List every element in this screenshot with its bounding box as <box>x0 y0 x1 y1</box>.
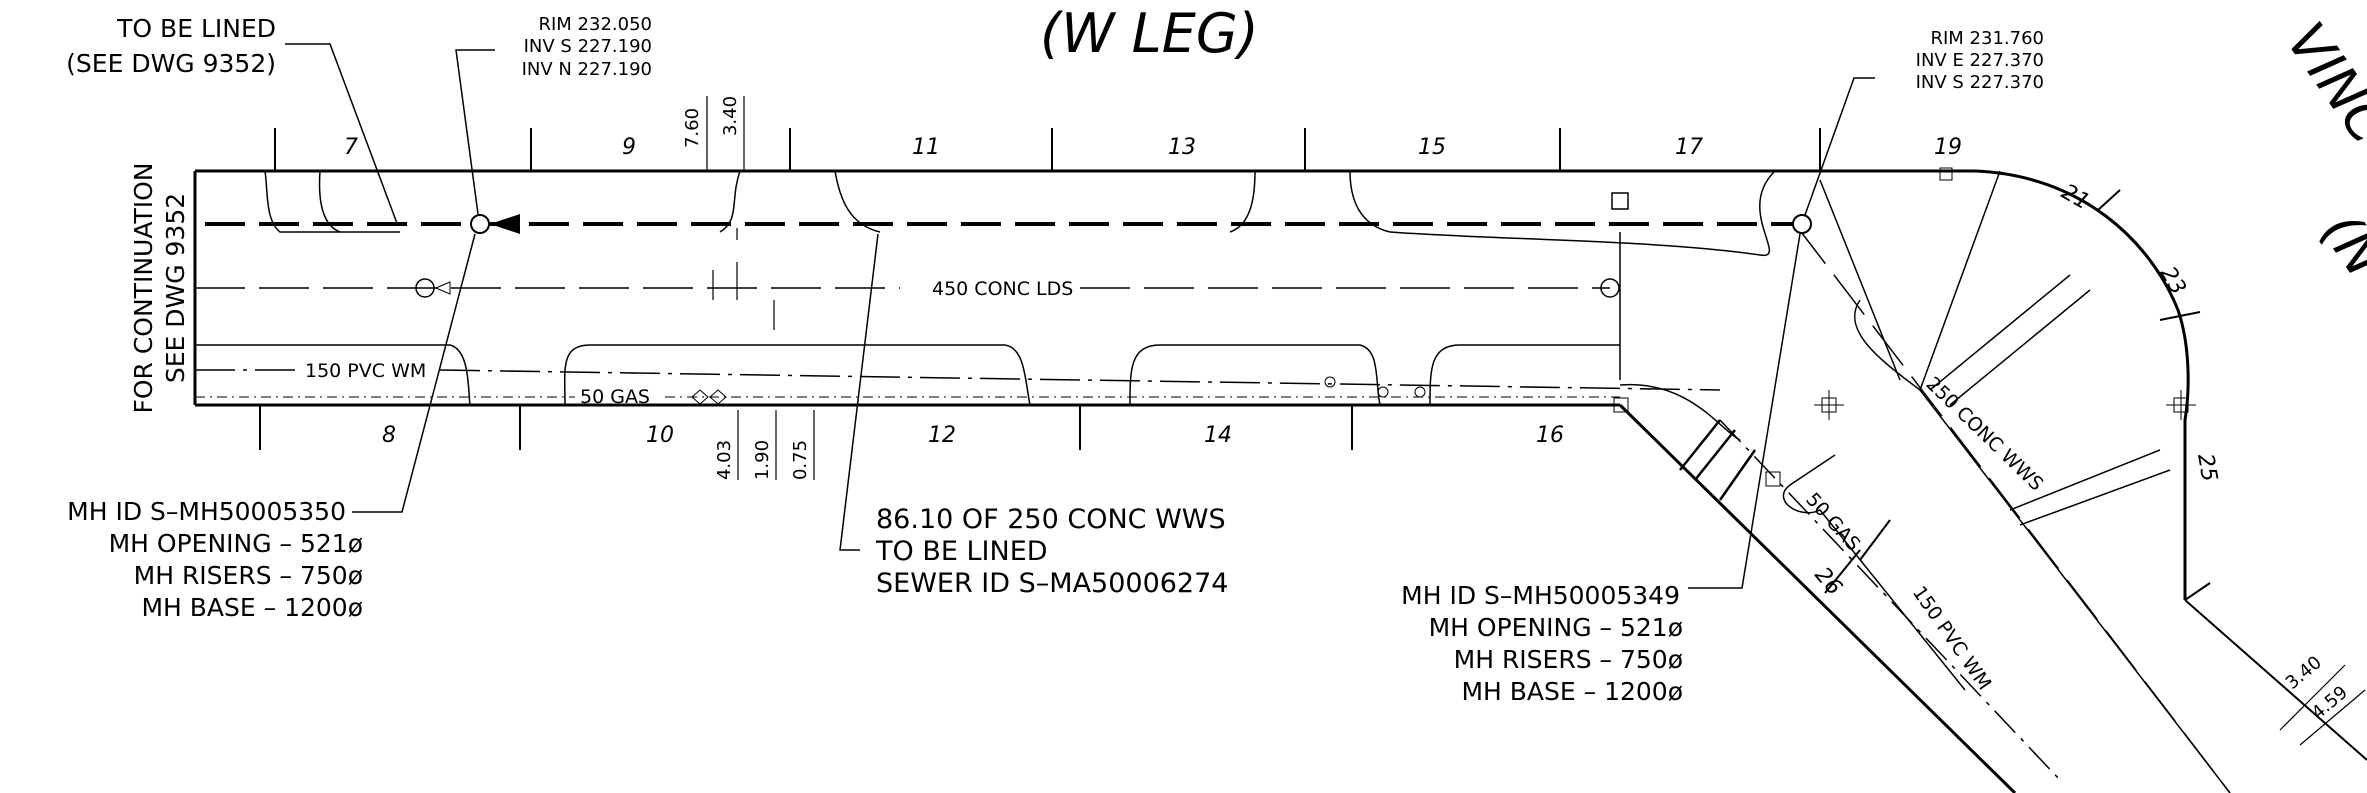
drawing-title: (W LEG) <box>1040 2 1259 65</box>
partial-street-label: VINC <box>2274 11 2367 155</box>
marker-icon-1 <box>1939 167 1953 181</box>
to-be-lined-note-1: TO BE LINED <box>116 14 276 43</box>
gas-valve-icon <box>691 389 709 405</box>
valve-icon-1 <box>1377 386 1389 398</box>
dim-top-1: 7.60 <box>682 108 703 148</box>
to-be-lined-note-2: (SEE DWG 9352) <box>66 49 276 78</box>
lot-23: 23 <box>2155 263 2191 300</box>
lot-25: 25 <box>2192 452 2221 484</box>
crosshair-icon-2 <box>2166 390 2196 420</box>
lot-17: 17 <box>1675 135 1703 160</box>
lot-14: 14 <box>1204 423 1232 448</box>
mh-left-base: MH BASE – 1200ø <box>141 593 363 622</box>
mh-left-id: MH ID S–MH50005350 <box>67 497 346 526</box>
wm-label: 150 PVC WM <box>305 360 426 382</box>
mh-right-rim: RIM 231.760 <box>1930 28 2044 49</box>
flow-arrow-icon <box>490 214 520 234</box>
mh-left-opening: MH OPENING – 521ø <box>109 529 363 558</box>
dimension-marks <box>706 96 2366 746</box>
lds-label: 450 CONC LDS <box>932 278 1073 300</box>
gas-line <box>195 389 1620 405</box>
leader-lines <box>285 43 1875 589</box>
mh-right-id: MH ID S–MH50005349 <box>1401 581 1680 610</box>
mh-right-base: MH BASE – 1200ø <box>1461 677 1683 706</box>
gas-diag-label: 50 GAS <box>1801 489 1864 556</box>
wm-diag-label: 150 PVC WM <box>1908 582 1996 694</box>
manhole-left-icon <box>470 214 490 234</box>
mh-right-inv-e: INV E 227.370 <box>1916 50 2044 71</box>
mh-left-risers: MH RISERS – 750ø <box>134 561 363 590</box>
mh-right-inv-s: INV S 227.370 <box>1916 72 2044 93</box>
catch-basin-icon <box>415 278 435 298</box>
dim-bottom-3: 0.75 <box>790 440 811 480</box>
dim-top-2: 3.40 <box>720 96 741 136</box>
sewer-note-3: SEWER ID S–MA50006274 <box>876 568 1228 599</box>
lot-10: 10 <box>646 423 674 448</box>
lot-8: 8 <box>382 423 396 448</box>
sewer-note-2: TO BE LINED <box>875 536 1048 567</box>
dim-right-1: 3.40 <box>2282 652 2326 694</box>
mh-left-inv-s: INV S 227.190 <box>524 36 652 57</box>
lot-16: 16 <box>1536 423 1564 448</box>
diag-valve-icon <box>1765 471 1781 487</box>
continuation-note-1: FOR CONTINUATION <box>129 162 158 413</box>
gas-valve-icon-2 <box>709 389 727 405</box>
marker-icon-2 <box>1613 397 1629 413</box>
sewer-note-1: 86.10 OF 250 CONC WWS <box>876 504 1226 535</box>
mh-right-risers: MH RISERS – 750ø <box>1454 645 1683 674</box>
valve-box-icon <box>1611 192 1629 210</box>
watermain <box>195 369 1721 398</box>
lot-19: 19 <box>1934 135 1962 160</box>
mh-left-rim: RIM 232.050 <box>538 14 652 35</box>
wws-diag-label: 250 CONC WWS <box>1922 373 2048 496</box>
gas-label: 50 GAS <box>580 386 650 408</box>
road-lines <box>193 128 2367 793</box>
dim-bottom-2: 1.90 <box>752 440 773 480</box>
valve-icon-2 <box>1414 386 1426 398</box>
lot-13: 13 <box>1168 135 1196 160</box>
catch-basin-icon-2 <box>1600 278 1620 298</box>
manhole-right-icon <box>1792 214 1812 234</box>
hydrant-icon <box>1324 376 1336 388</box>
mh-left-inv-n: INV N 227.190 <box>522 59 652 80</box>
continuation-note-2: SEE DWG 9352 <box>161 193 190 383</box>
mh-right-opening: MH OPENING – 521ø <box>1429 613 1683 642</box>
dim-right-2: 4.59 <box>2308 682 2352 724</box>
diagonal-utilities <box>1613 167 2231 793</box>
lot-11: 11 <box>912 135 940 160</box>
dim-bottom-1: 4.03 <box>714 440 735 480</box>
lot-21: 21 <box>2057 180 2094 216</box>
driveways <box>195 170 1776 441</box>
crosshair-icon <box>1814 390 1844 420</box>
storm-lds-line <box>195 192 1629 380</box>
lot-7: 7 <box>344 135 358 160</box>
sanitary-sewer <box>205 214 1800 234</box>
inlet-icon <box>434 281 451 295</box>
lot-9: 9 <box>622 135 636 160</box>
partial-label-right: (N <box>2309 201 2367 287</box>
lot-12: 12 <box>928 423 956 448</box>
lot-15: 15 <box>1418 135 1446 160</box>
